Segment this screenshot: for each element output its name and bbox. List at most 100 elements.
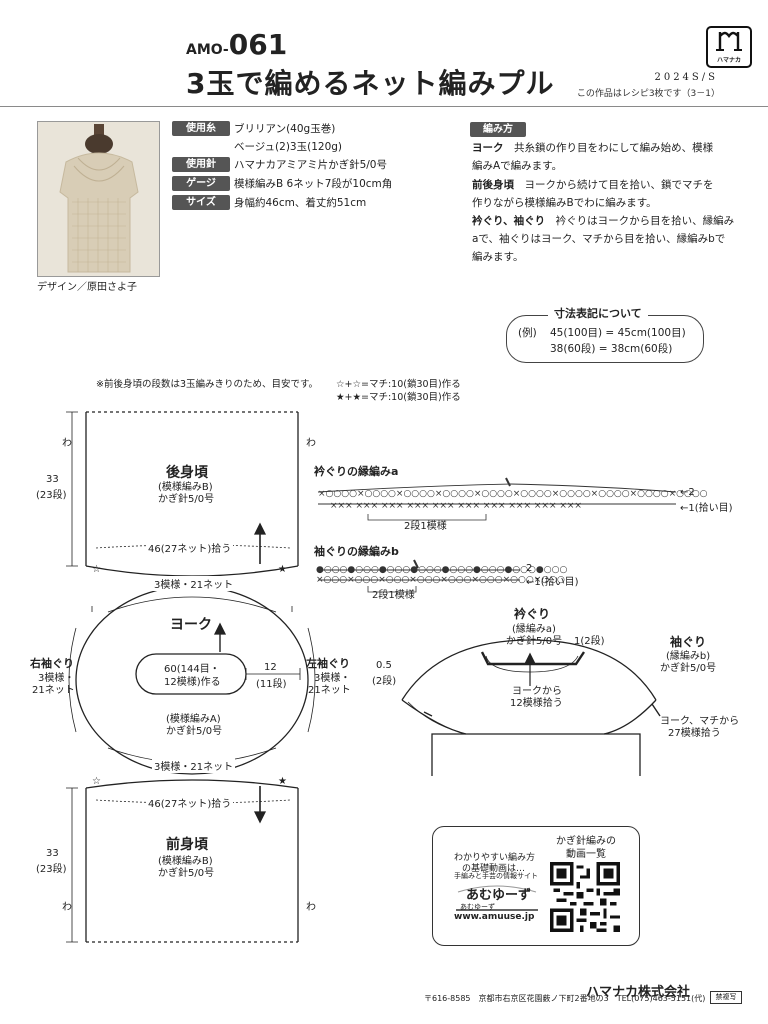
tag-hook: 使用針: [172, 157, 230, 172]
footer-address: 〒616-8585 京都市右京区花園薮ノ下町2番地の3 TEL(075)463-…: [424, 994, 706, 1003]
qr-code-icon: [550, 862, 620, 932]
front-height-rows: (23段): [36, 864, 67, 875]
yoke-depth: 12: [264, 662, 277, 673]
product-photo: [37, 121, 160, 277]
method-line: 前後身頃 ヨークから続けて目を拾い、鎖でマチを: [472, 177, 714, 192]
amuuse-logo-icon: [452, 878, 542, 914]
method-line: 作りながら模様編みBでわに編みます。: [472, 195, 657, 210]
tag-method: 編み方: [470, 122, 526, 137]
left-armhole-l2: 21ネット: [308, 685, 351, 696]
side-rows: 0.5: [376, 660, 392, 671]
back-wa-right: わ: [306, 438, 316, 449]
designer-credit: デザイン／原田さよ子: [37, 282, 137, 293]
neckline-rows: 1(2段): [574, 636, 605, 647]
method-line-text: 編みAで編みます。: [472, 160, 563, 172]
yoke-pattern: (模様編みA): [166, 714, 221, 725]
rows-note: ※前後身頃の段数は3玉編みきりのため、目安です。: [96, 379, 319, 390]
back-body-pattern: (模様編みB): [158, 482, 213, 493]
front-wa-right: わ: [306, 902, 316, 913]
sleeve-edge-hook: かぎ針5/0号: [660, 663, 717, 674]
hamanaka-logo: ハマナカ: [706, 26, 752, 68]
method-line-bold: 前後身頃: [472, 179, 514, 191]
neckline-pattern: (縁編みa): [512, 624, 556, 635]
spec-yarn: ブリリアン(40g玉巻): [234, 123, 336, 135]
sleeve-edge-title: 袖ぐり: [670, 635, 707, 649]
spec-gauge: 模様編みB 6ネット7段が10cm角: [234, 178, 393, 190]
front-pickup: 46(27ネット)拾う: [146, 795, 234, 810]
amuuse-logo[interactable]: [452, 878, 542, 914]
right-armhole-title: 右袖ぐり: [30, 657, 74, 670]
amuuse-brand-sub: あむゆーず: [460, 903, 495, 911]
method-line-text: 共糸鎖の作り目をわにして編み始め、模様: [503, 142, 714, 154]
spec-hook: ハマナカアミアミ片かぎ針5/0号: [234, 159, 387, 171]
yoke-top-count: 3模様・21ネット: [152, 576, 236, 591]
size-example-label: (例): [518, 327, 537, 339]
logo-mark-icon: [716, 31, 742, 51]
gusset-note-black: ★+★=マチ:10(鎖30目)作る: [336, 392, 461, 403]
left-armhole-l1: 3模様・: [314, 673, 351, 684]
sleeve-edge-pattern: (縁編みb): [666, 651, 711, 662]
tag-size: サイズ: [172, 195, 230, 210]
amuuse-tagline: 手編みと手芸の情報サイト: [454, 872, 538, 880]
back-wa-left: わ: [62, 438, 72, 449]
yoke-start-l1: 60(144目・: [164, 664, 220, 675]
svg-text:★: ★: [278, 564, 287, 575]
left-armhole-title: 左袖ぐり: [306, 657, 350, 670]
method-line-text: aで、袖ぐりはヨーク、マチから目を拾い、縁編みbで: [472, 233, 726, 245]
neckline-hook: かぎ針5/0号: [506, 636, 563, 647]
code-prefix: AMO-: [186, 42, 229, 58]
sweater-photo-icon: [38, 122, 159, 276]
neckline-title: 衿ぐり: [514, 607, 551, 621]
method-line: 編みAで編みます。: [472, 158, 562, 173]
yoke-title: ヨーク: [170, 617, 212, 633]
video-card-left-l1: わかりやすい編み方: [454, 853, 536, 863]
spec-yarn-color: ベージュ(2)3玉(120g): [234, 141, 343, 153]
amuuse-url[interactable]: www.amuuse.jp: [454, 912, 535, 922]
method-line-bold: 衿ぐり、袖ぐり: [472, 215, 546, 227]
edging-a-row2: ←2: [680, 487, 695, 498]
back-body-hook: かぎ針5/0号: [158, 494, 215, 505]
season-label: 2024S/S: [654, 72, 718, 83]
yoke-bottom-count: 3模様・21ネット: [152, 758, 236, 773]
right-armhole-l1: 3模様・: [38, 673, 75, 684]
svg-text:××× ××× ××× ××× ××× ×××: ××× ××× ××× ××× ××× ××× ××× ××× ××× ×××: [330, 501, 582, 511]
svg-text:×○○○×○○○×○○○×○○○×○○○×○○○×○○○×○: ×○○○×○○○×○○○×○○○×○○○×○○○×○○○×○○○: [316, 575, 565, 585]
back-height: 33: [46, 474, 59, 485]
size-example-1: 45(100目) = 45cm(100目): [550, 327, 686, 339]
item-code: AMO-061: [186, 28, 287, 61]
edging-b-repeat: 2段1模様: [372, 590, 415, 601]
video-card-title-l1: かぎ針編みの: [556, 836, 616, 847]
header-rule: [0, 106, 768, 107]
yoke-start-l2: 12模様)作る: [164, 677, 221, 688]
neckline-pickup-l2: 12模様拾う: [510, 698, 563, 709]
no-copy-badge: 禁複写: [710, 991, 742, 1004]
footer-company: ハマナカ株式会社: [586, 985, 691, 1000]
size-example-2: 38(60段) = 38cm(60段): [550, 343, 673, 355]
edging-b-row2: 2: [526, 563, 533, 574]
tag-yarn: 使用糸: [172, 121, 230, 136]
qr-code[interactable]: [550, 862, 620, 932]
video-card[interactable]: [432, 826, 640, 946]
method-line-text: 衿ぐりはヨークから目を拾い、縁編み: [545, 215, 735, 227]
code-number: 061: [228, 28, 288, 61]
gusset-note-white: ☆+☆=マチ:10(鎖30目)作る: [336, 379, 461, 390]
video-card-left-l2: の基礎動画は…: [462, 864, 526, 874]
back-pickup: 46(27ネット)拾う: [146, 540, 234, 555]
edging-b-row1: ←1(拾い目): [526, 577, 579, 588]
method-line: 編みます。: [472, 249, 523, 264]
svg-text:●○○○●○○○●○○○●○○○●○○○●○○○●○○○●○: ●○○○●○○○●○○○●○○○●○○○●○○○●○○○●○○○: [316, 565, 567, 575]
method-line: aで、袖ぐりはヨーク、マチから目を拾い、縁編みbで: [472, 231, 725, 246]
method-line: 衿ぐり、袖ぐり 衿ぐりはヨークから目を拾い、縁編み: [472, 213, 734, 228]
front-body-hook: かぎ針5/0号: [158, 868, 215, 879]
side-rows-2: (2段): [372, 676, 397, 687]
svg-text:☆: ☆: [92, 564, 101, 575]
recipe-note: この作品はレシピ3枚です（3－1）: [576, 89, 720, 99]
yoke-hook: かぎ針5/0号: [166, 726, 223, 737]
edging-b-title: 袖ぐりの縁編みb: [314, 545, 399, 558]
method-line-text: 編みます。: [472, 251, 524, 263]
logo-text: ハマナカ: [716, 57, 741, 64]
back-body-title: 後身頃: [166, 465, 208, 481]
method-line-text: 作りながら模様編みBでわに編みます。: [472, 197, 657, 209]
method-line: ヨーク 共糸鎖の作り目をわにして編み始め、模様: [472, 140, 713, 155]
